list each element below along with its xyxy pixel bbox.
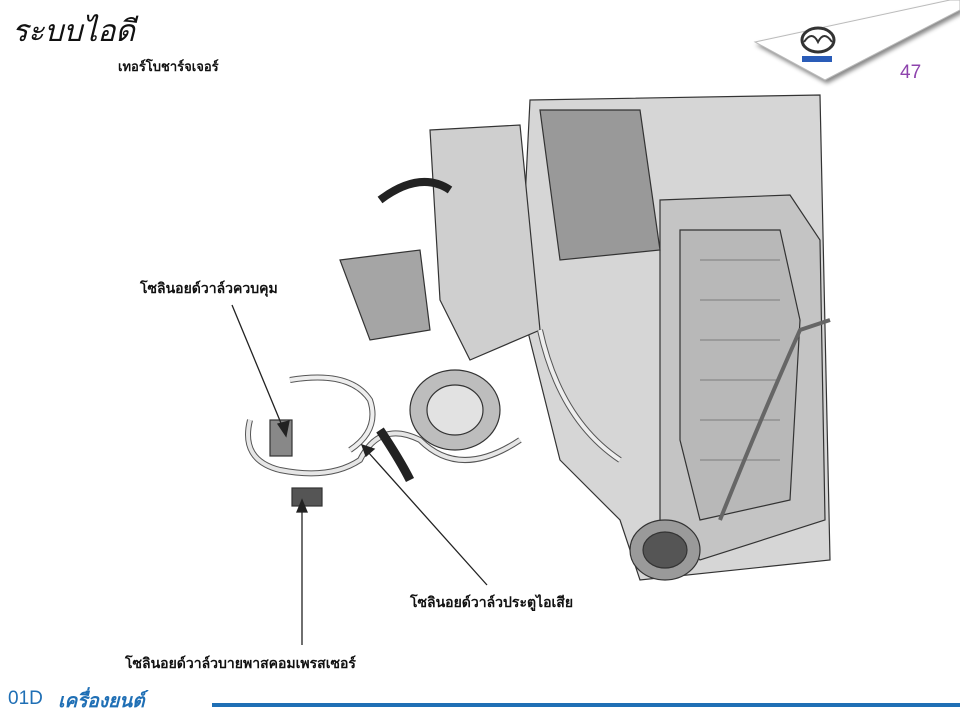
- leader-line-control: [231, 304, 284, 429]
- label-control-solenoid: โซลินอยด์วาล์วควบคุม: [140, 281, 278, 297]
- arrow-icon: [276, 420, 290, 438]
- leader-line-wastegate: [367, 451, 488, 586]
- label-wastegate-solenoid: โซลินอยด์วาล์วประตูไอเสีย: [410, 595, 574, 611]
- page-title: ระบบไอดี: [12, 14, 135, 49]
- arrow-icon: [296, 498, 308, 513]
- footer-divider: [212, 703, 960, 707]
- mazda-logo-icon: [800, 26, 836, 54]
- mazda-logo-banner: [753, 0, 960, 81]
- footer-section-title: เครื่องยนต์: [58, 690, 145, 712]
- page-subtitle: เทอร์โบชาร์จเจอร์: [118, 60, 219, 75]
- label-bypass-solenoid: โซลินอยด์วาล์วบายพาสคอมเพรสเซอร์: [125, 656, 356, 672]
- bypass-solenoid-valve: [291, 487, 323, 507]
- footer-section-code: 01D: [8, 688, 43, 709]
- arrow-icon: [360, 443, 376, 458]
- page-number: 47: [900, 62, 922, 83]
- engine-drawing: [245, 94, 831, 581]
